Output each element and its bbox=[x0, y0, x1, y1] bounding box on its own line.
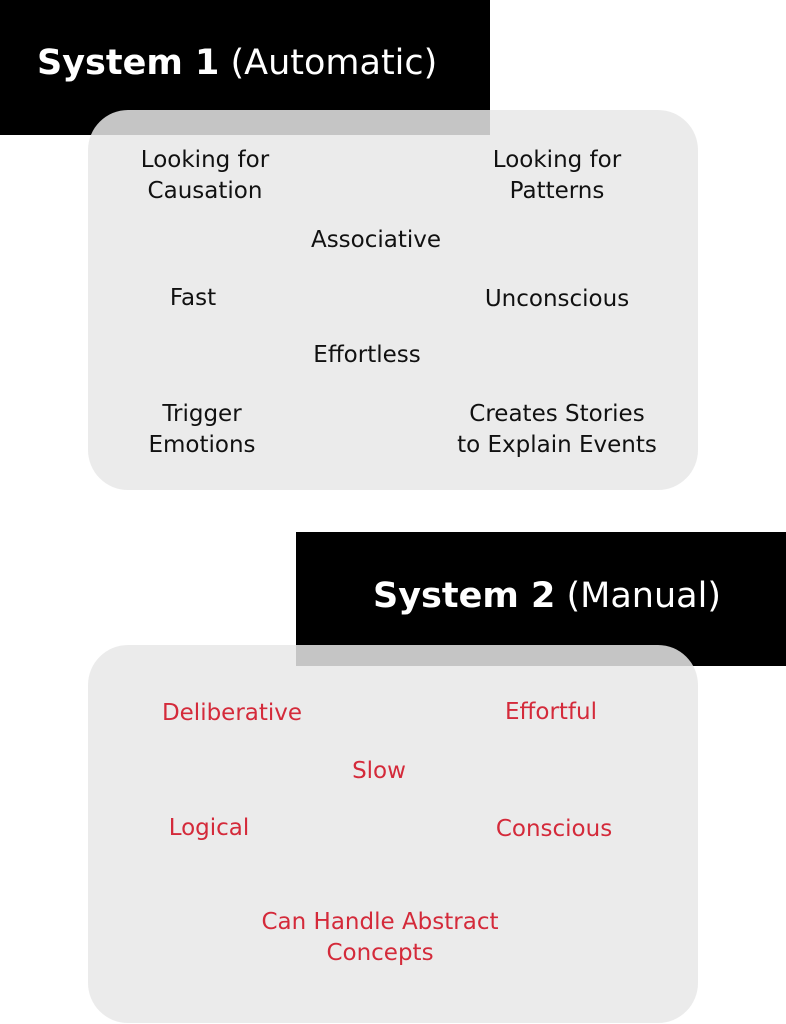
system1-trait-fast: Fast bbox=[169, 285, 217, 311]
system2-trait-conscious: Conscious bbox=[495, 816, 613, 842]
system1-title: System 1 (Automatic) bbox=[37, 46, 437, 81]
system1-trait-stories: Creates Stories to Explain Events bbox=[457, 401, 657, 458]
system1-title-rest: (Automatic) bbox=[230, 43, 438, 83]
system2-trait-abstract: Can Handle Abstract Concepts bbox=[261, 909, 499, 966]
system1-title-bold: System 1 bbox=[37, 43, 220, 83]
system2-trait-deliberative: Deliberative bbox=[161, 700, 303, 726]
system2-trait-slow: Slow bbox=[352, 758, 406, 784]
system2-header-bar bbox=[296, 532, 786, 666]
system1-trait-emotions: Trigger Emotions bbox=[148, 401, 256, 458]
system2-trait-logical: Logical bbox=[168, 815, 250, 841]
system2-trait-effortful: Effortful bbox=[505, 699, 597, 725]
system2-title-bold: System 2 bbox=[373, 576, 556, 616]
system1-trait-effortless: Effortless bbox=[313, 342, 421, 368]
system1-trait-unconscious: Unconscious bbox=[484, 286, 630, 312]
system1-card bbox=[88, 110, 698, 490]
system2-title-rest: (Manual) bbox=[566, 576, 721, 616]
system1-trait-patterns: Looking for Patterns bbox=[492, 147, 622, 204]
system1-trait-associative: Associative bbox=[310, 227, 442, 253]
system2-card bbox=[88, 645, 698, 1023]
system1-trait-causation: Looking for Causation bbox=[140, 147, 270, 204]
system2-title: System 2 (Manual) bbox=[373, 579, 721, 614]
